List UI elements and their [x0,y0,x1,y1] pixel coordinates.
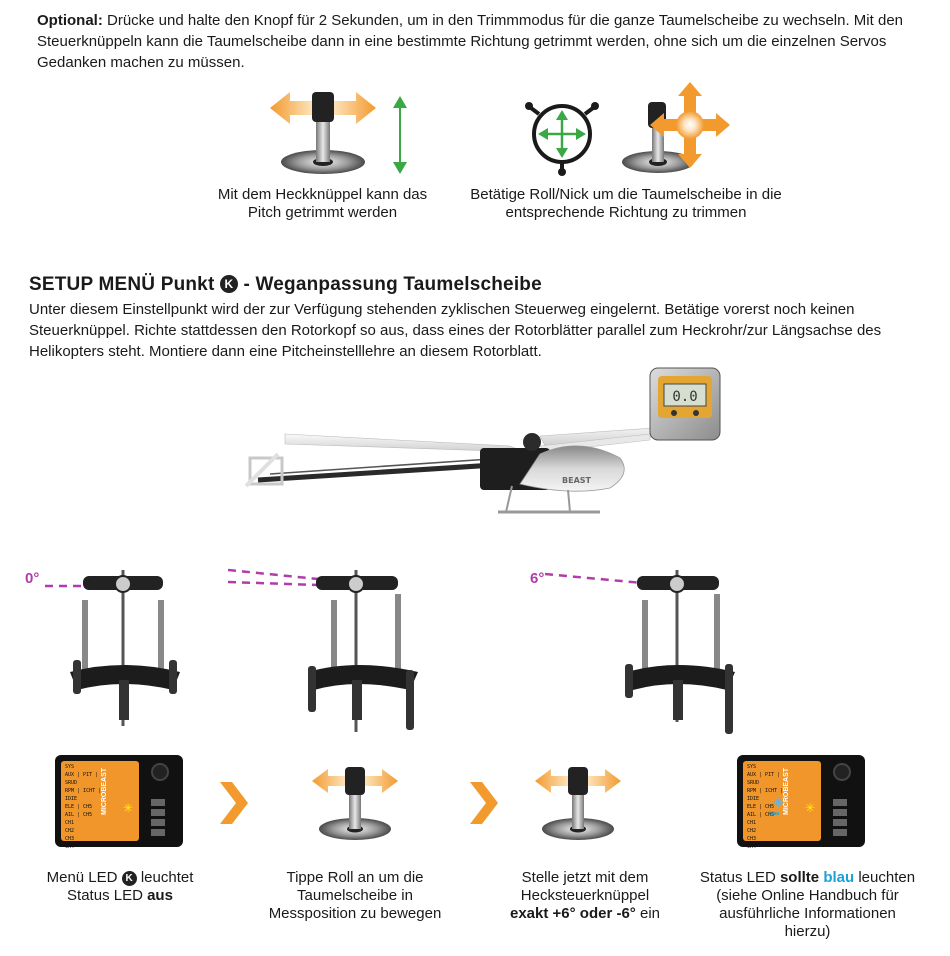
device-row-ail: AIL | CH5 [747,812,775,818]
step-4-caption: Status LED sollte blau leuchten (siehe O… [685,869,930,941]
swashplate-six-degree-illustration [545,570,735,734]
helicopter-label: BEAST [562,476,592,485]
led-blue-icon: ✳ [773,795,784,810]
optional-text: Drücke und halte den Knopf für 2 Sekunde… [37,12,903,71]
device-row-ch2: CH2 [65,828,75,834]
stick-four-way-icon [622,82,730,173]
optional-paragraph: Optional: Drücke und halte den Knopf für… [37,10,917,73]
device-row-ele: ELE | CH5 [65,804,93,810]
step-1-status-text: Status LED [67,887,148,904]
step-4-bold: sollte [779,869,824,886]
microbeast-device-1: SYS AUX | PIT | SRUD RPM | ICHT | IDIE E… [55,755,183,850]
green-up-down-arrow-icon [393,96,407,174]
step-3-line2: Hecksteuerknüppel [520,887,650,904]
trim-caption-left: Mit dem Heckknüppel kann das Pitch getri… [195,186,450,222]
stick-tail-icon [535,767,621,840]
device-button[interactable] [833,763,851,781]
device-button[interactable] [151,763,169,781]
device-row-ch1: CH1 [65,820,75,826]
device-row-aux: AUX | PIT | SRUD [65,772,99,786]
device-pins [151,799,169,839]
step-1-caption: Menü LED K leuchtet Status LED aus [20,869,220,905]
trim-caption-left-line2: Pitch getrimmt werden [247,204,398,221]
device-blue-label: blau [769,811,780,817]
device-pins [833,799,851,839]
next-step-arrow-icon [220,782,248,824]
trim-caption-right-line1: Betätige Roll/Nick um die Taumelscheibe … [470,186,782,203]
device-row-rpm: RPM | ICHT | IDIE [65,788,102,802]
gauge-reading: 0.0 [672,389,697,405]
step-2-line2: Taumelscheibe in [297,887,413,904]
stick-left-right-icon [270,92,376,174]
step-1-text-b: leuchtet [140,869,194,886]
stick-roll-icon [312,767,398,840]
led-status-icon: ✳ [123,801,134,815]
device-row-ch1: CH1 [747,820,757,826]
optional-label: Optional: [37,12,103,29]
step-3-line1: Stelle jetzt mit dem [521,869,649,886]
device-row-labels: SYS AUX | PIT | SRUD RPM | ICHT | IDIE E… [747,763,787,851]
step-2-line3: Messposition zu bewegen [268,905,442,922]
swashplate-level-illustration [45,570,180,726]
step-2-line1: Tippe Roll an um die [286,869,424,886]
step-3-plain: ein [635,905,660,922]
trim-caption-right: Betätige Roll/Nick um die Taumelscheibe … [440,186,812,222]
swashplate-measure-position-illustration [228,568,418,732]
step-1-k-badge: K [121,871,137,886]
step-1-text-a: Menü LED [46,869,118,886]
step-3-caption: Stelle jetzt mit dem Hecksteuerknüppel e… [480,869,690,923]
led-status-icon: ✳ [805,801,816,815]
step-1-status-bold: aus [147,887,173,904]
setup-title-suffix: - Weganpassung Taumelscheibe [243,274,542,295]
trim-caption-left-line1: Mit dem Heckknüppel kann das [217,186,428,203]
device-brand: MICROBEAST [101,767,108,815]
trim-caption-right-line2: entsprechende Richtung zu trimmen [505,204,747,221]
angle-label-zero: 0° [25,570,40,587]
microbeast-device-2: SYS AUX | PIT | SRUD RPM | ICHT | IDIE E… [737,755,865,850]
device-row-sys: SYS [65,764,75,770]
setup-title-prefix: SETUP MENÜ Punkt [29,274,215,295]
swashplate-trim-icon [525,102,599,176]
device-row-ch3: CH3 [747,836,757,842]
device-row-sys: SYS [747,764,757,770]
device-label-panel: SYS AUX | PIT | SRUD RPM | ICHT | IDIE E… [61,761,139,850]
setup-paragraph: Unter diesem Einstellpunkt wird der zur … [29,301,882,360]
angle-label-six: 6° [530,570,545,587]
step-4-line2: (siehe Online Handbuch für [716,887,899,904]
device-row-ch4: CH4 [65,844,75,850]
device-row-ail: AIL | CH5 [65,812,93,818]
step-3-bold: exakt +6° oder -6° [510,905,636,922]
device-label-panel: SYS AUX | PIT | SRUD RPM | ICHT | IDIE E… [743,761,821,850]
step-2-caption: Tippe Roll an um die Taumelscheibe in Me… [245,869,465,923]
device-row-labels: SYS AUX | PIT | SRUD RPM | ICHT | IDIE E… [65,763,105,851]
device-row-ele: ELE | CH5 [747,804,775,810]
step-4-text-b: leuchten [854,869,916,886]
step-4-blue: blau [823,869,855,886]
device-row-rpm: RPM | ICHT | IDIE [747,788,784,802]
step-4-line4: hierzu) [784,923,831,940]
setup-k-badge: K [219,275,238,293]
device-row-ch2: CH2 [747,828,757,834]
device-brand: MICROBEAST [783,767,790,815]
device-row-aux: AUX | PIT | SRUD [747,772,781,786]
step-4-text-a: Status LED [699,869,780,886]
step-4-line3: ausführliche Informationen [719,905,896,922]
device-row-ch4: CH4 [747,844,757,850]
setup-heading: SETUP MENÜ Punkt K - Weganpassung Taumel… [29,274,729,296]
helicopter-illustration: BEAST 0.0 [244,367,721,514]
next-step-arrow-icon [470,782,498,824]
device-row-ch3: CH3 [65,836,75,842]
